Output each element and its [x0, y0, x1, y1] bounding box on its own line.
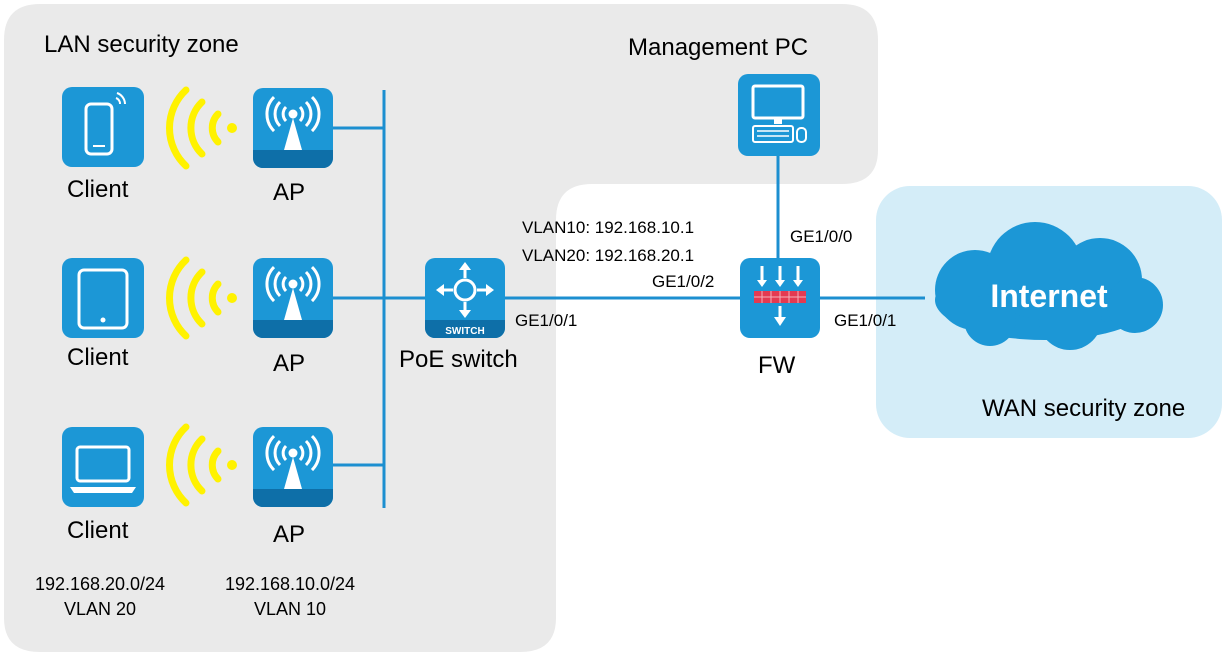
access-point-icon	[253, 258, 333, 338]
ap-vlan: VLAN 10	[253, 599, 327, 619]
vlan10-interface-label: VLAN10: 192.168.10.1	[522, 218, 695, 237]
lan-zone-label: LAN security zone	[44, 31, 239, 58]
tablet-icon	[62, 258, 144, 338]
laptop-icon	[62, 427, 144, 507]
firewall-icon	[740, 258, 820, 338]
network-links	[333, 90, 925, 508]
wifi-signal-icon	[166, 423, 237, 507]
smartphone-icon	[62, 87, 144, 167]
client-label: Client	[67, 517, 129, 544]
ap-label: AP	[273, 521, 306, 548]
ap-label: AP	[273, 179, 306, 206]
client-subnet-label: 192.168.20.0/24 VLAN 20	[20, 572, 180, 622]
internet-label: Internet	[990, 278, 1108, 314]
firewall-label: FW	[758, 352, 796, 379]
fw-lan-port-label: GE1/0/2	[652, 272, 715, 291]
access-point-icon	[253, 427, 333, 507]
switch-icon: SWITCH	[425, 258, 505, 338]
ap-label: AP	[273, 350, 306, 377]
access-point-icon	[253, 88, 333, 168]
client-label: Client	[67, 176, 129, 203]
management-pc-icon	[738, 74, 820, 156]
wifi-signal-icon	[166, 256, 237, 340]
management-pc-label: Management PC	[628, 34, 809, 61]
switch-badge: SWITCH	[445, 326, 484, 337]
poe-switch-label: PoE switch	[399, 346, 518, 373]
switch-port-label: GE1/0/1	[515, 311, 578, 330]
wan-zone-label: WAN security zone	[982, 395, 1186, 422]
ap-subnet-label: 192.168.10.0/24 VLAN 10	[210, 572, 370, 622]
wifi-signal-icon	[166, 86, 237, 170]
client-vlan: VLAN 20	[63, 599, 137, 619]
client-subnet: 192.168.20.0/24	[34, 574, 166, 594]
ap-subnet: 192.168.10.0/24	[224, 574, 356, 594]
fw-mgmt-port-label: GE1/0/0	[790, 227, 853, 246]
client-label: Client	[67, 344, 129, 371]
cloud-icon	[935, 222, 1163, 350]
vlan20-interface-label: VLAN20: 192.168.20.1	[522, 246, 695, 265]
fw-wan-port-label: GE1/0/1	[834, 311, 897, 330]
